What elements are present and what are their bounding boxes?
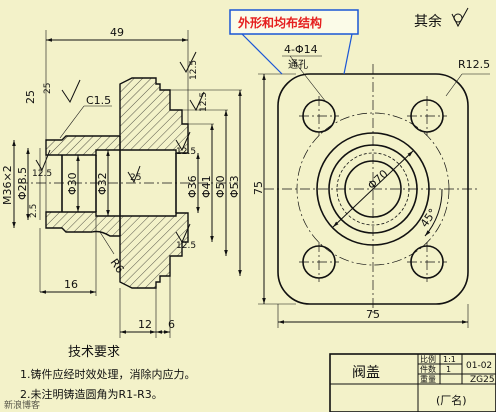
svg-text:12.5: 12.5	[189, 60, 199, 80]
callout-frame	[229, 9, 359, 35]
part-name: 阀盖	[352, 365, 380, 381]
svg-text:比例: 比例	[420, 354, 436, 364]
factory-name: (厂名)	[436, 393, 467, 407]
dim-12: 12	[138, 318, 152, 331]
tech-req-title: 技术要求	[68, 345, 120, 360]
title-block: 阀盖 比例 1:1 件数 1 重量 01-02 ZG25 (厂名)	[329, 353, 496, 412]
callout-box: 外形和均布结构	[229, 9, 359, 75]
watermark: 新浪博客	[4, 399, 40, 411]
dim-r12-5: R12.5	[458, 58, 490, 71]
dim-d32: Φ32	[96, 172, 109, 195]
dim-45deg: 45°	[418, 206, 440, 229]
boss-circle	[316, 132, 430, 246]
section-upper-half	[45, 77, 189, 156]
rest-label: 其余	[414, 13, 442, 30]
svg-text:12.5: 12.5	[32, 169, 52, 179]
holes-note: 通孔	[288, 59, 308, 71]
dim-d41: Φ41	[200, 175, 213, 198]
dim-25: 25	[24, 90, 37, 104]
dim-d36: Φ36	[186, 175, 199, 198]
svg-text:25: 25	[43, 83, 53, 94]
dim-16: 16	[64, 278, 78, 291]
technical-requirements: 技术要求 1.铸件应经时效处理，消除内应力。 2.未注明铸造圆角为R1-R3。	[20, 345, 196, 401]
svg-text:1:1: 1:1	[443, 355, 456, 364]
dim-6: 6	[168, 318, 175, 331]
svg-text:12.5: 12.5	[199, 92, 209, 112]
rest-roughness: 其余	[414, 7, 469, 30]
bolt-holes	[299, 96, 447, 282]
dim-chamfer: C1.5	[86, 94, 111, 107]
dim-d50: Φ50	[214, 175, 227, 198]
svg-text:重量: 重量	[420, 374, 436, 384]
dim-height-75: 75	[252, 181, 265, 195]
dim-d70: Φ70	[365, 167, 390, 192]
section-lower-half	[45, 211, 189, 289]
dim-holes: 4-Φ14	[284, 43, 318, 56]
dim-49: 49	[110, 26, 124, 39]
front-section-view: 49 C1.5 M36×2 Φ28.5 2.5 Φ30 Φ32 Φ36 Φ41 …	[1, 26, 242, 338]
dim-2-5: 2.5	[29, 204, 39, 218]
bolt-circle	[296, 112, 450, 266]
svg-text:25: 25	[130, 173, 141, 183]
svg-text:12.5: 12.5	[176, 241, 196, 251]
tech-req-item-1: 1.铸件应经时效处理，消除内应力。	[20, 367, 196, 381]
dim-d28-5: Φ28.5	[16, 167, 29, 200]
svg-text:件数: 件数	[420, 364, 436, 374]
dim-thread: M36×2	[1, 165, 14, 205]
dim-width-75: 75	[366, 308, 380, 321]
material: ZG25	[470, 375, 495, 385]
side-view: Φ70 45° R12.5 4-Φ14 通孔 75 75	[252, 43, 490, 328]
dim-d30: Φ30	[66, 172, 79, 195]
roughness-symbols: 25 12.5 12.5 12.5 25 12.5 12.5	[32, 51, 209, 251]
callout-text: 外形和均布结构	[238, 15, 322, 30]
svg-text:12.5: 12.5	[176, 147, 196, 157]
drawing-number: 01-02	[466, 361, 492, 371]
dim-d53: Φ53	[228, 175, 241, 198]
svg-text:1: 1	[446, 365, 451, 374]
tech-req-item-2: 2.未注明铸造圆角为R1-R3。	[20, 387, 163, 401]
